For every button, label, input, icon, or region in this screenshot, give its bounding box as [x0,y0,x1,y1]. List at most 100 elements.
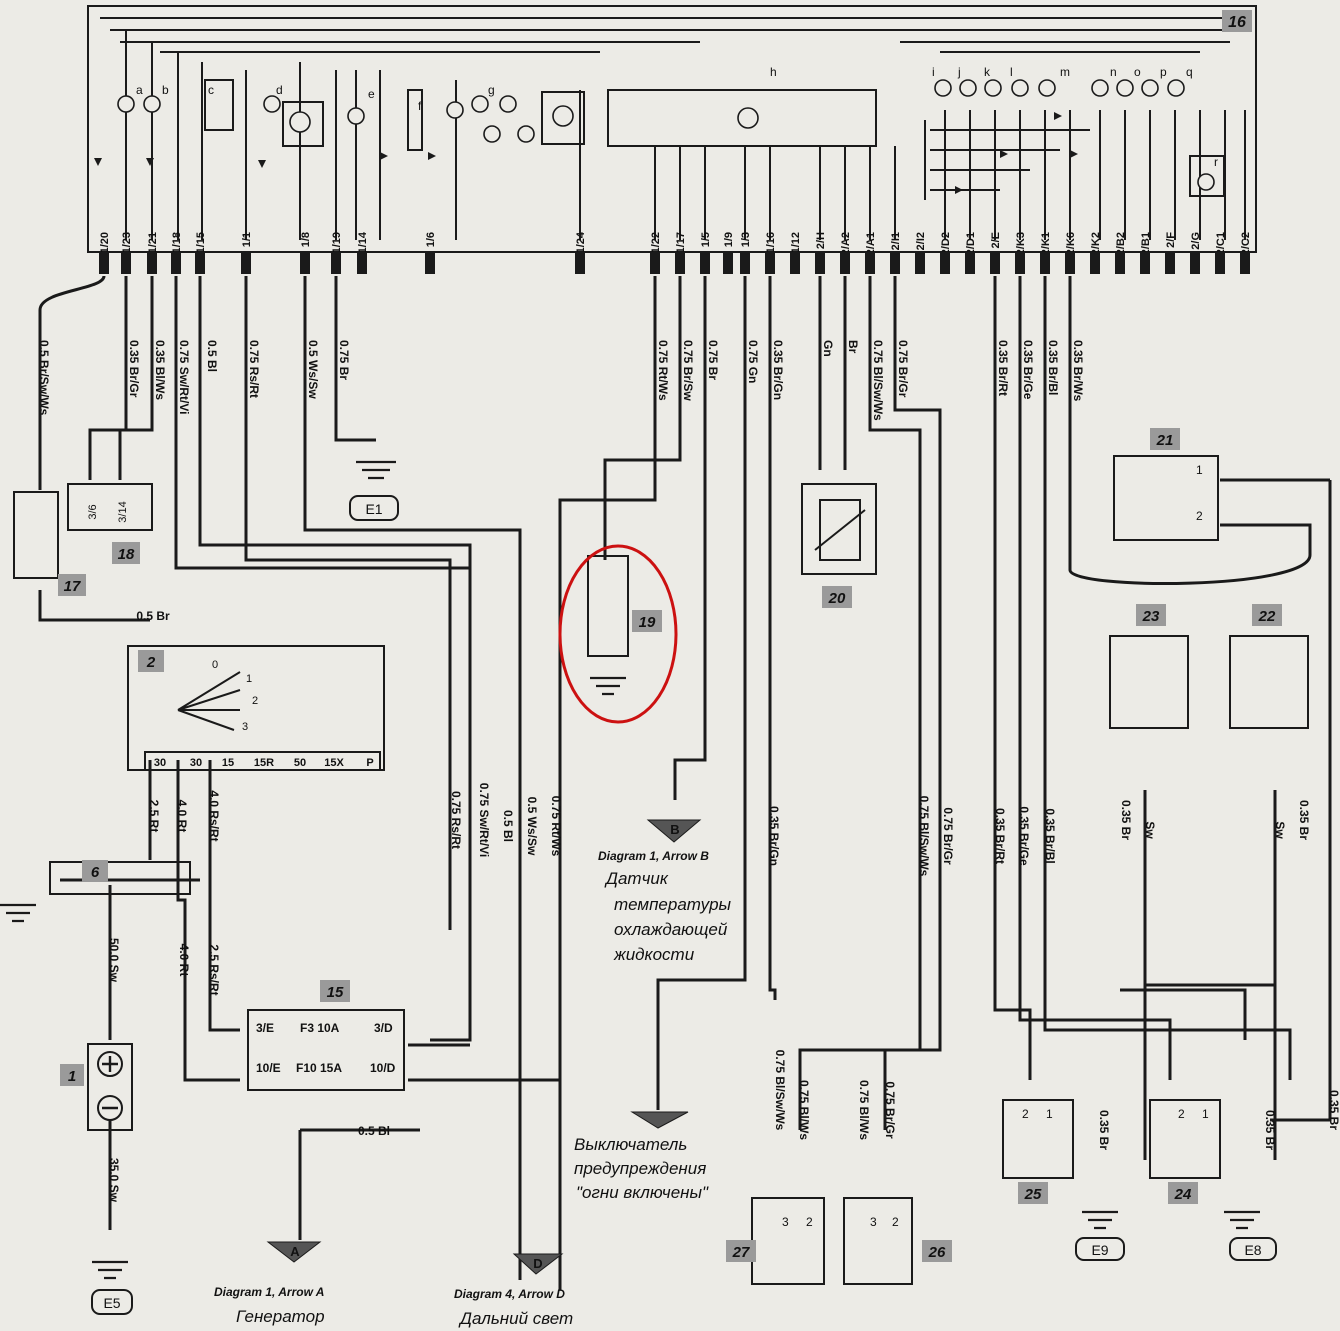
wire-40rt-b: 4.0 Rt [177,944,191,977]
upper-wire-14: Br [846,340,860,354]
ignition-pos-3: 3 [242,721,248,733]
pin-label-26: 2/K3 [1015,232,1027,255]
upper-wire-5: 0.75 Rs/Rt [247,340,261,398]
sensor26-pin-2: 2 [892,1215,899,1229]
lamp-letter-c: c [208,83,214,97]
lamp-letter-e: e [368,87,375,101]
module-2-label: 2 [146,654,156,671]
wire-035brgn: 0.35 Br/Gn [767,806,781,866]
arrow-d-caption: Diagram 4, Arrow D [454,1287,565,1301]
pin-terminal-10 [575,252,585,274]
upper-wire-6: 0.5 Ws/Sw [306,340,320,399]
arrow-b-text-4: жидкости [613,945,695,964]
ground-e5-label: E5 [103,1295,120,1311]
pin-label-12: 1/17 [675,232,687,253]
arrow-triangles [266,819,702,1275]
wire-40rt-a: 4.0 Rt [175,800,189,833]
upper-wire-4: 0.5 Bl [205,340,219,372]
wire-500sw: 50.0 Sw [107,938,121,983]
pin-terminal-19 [840,252,850,274]
arrow-b-caption: Diagram 1, Arrow B [598,849,709,863]
pin-terminal-20 [865,252,875,274]
fuse-10d: 10/D [370,1061,396,1075]
pin-terminal-14 [723,252,733,274]
text-layer: 16 17 18 19 20 21 23 22 24 25 26 27 2 1 … [64,14,1340,1328]
wire-075rsrt: 0.75 Rs/Rt [449,791,463,849]
conn18-pin-b: 3/14 [117,501,129,522]
lamp-letter-n: n [1110,65,1117,79]
pin-label-10: 1/24 [575,231,587,253]
pin-label-0: 1/20 [99,232,111,253]
lamp-letter-i: i [932,65,935,79]
ground-e1-label: E1 [365,501,382,517]
ignition-term-p: P [366,757,373,769]
upper-wire-19: 0.35 Br/Bl [1046,340,1060,395]
pin-label-25: 2/E [990,232,1002,249]
pin-terminal-17 [790,252,800,274]
arrow-d-text: Дальний свет [458,1309,573,1328]
wire-05wssw: 0.5 Ws/Sw [525,797,539,856]
lamp-letter-f: f [418,99,422,113]
ground-tags [91,495,1277,1315]
pin-label-24: 2/D1 [965,232,977,255]
module-25-label: 25 [1024,1186,1042,1203]
lamp-letter-j: j [957,65,961,79]
pin-terminal-12 [675,252,685,274]
module-21-label: 21 [1156,432,1174,449]
comp25-pin-1: 1 [1046,1107,1053,1121]
pin-terminal-6 [300,252,310,274]
pin-label-1: 1/23 [121,232,133,253]
wire-035br-b: 0.35 Br [1297,800,1311,840]
diodes [94,112,1078,194]
pin-label-15: 1/3 [740,232,752,247]
fuse-3e: 3/E [256,1021,274,1035]
pin-label-29: 2/K2 [1090,232,1102,255]
lamp-letter-k: k [984,65,991,79]
comp25-pin-2: 2 [1022,1107,1029,1121]
wire-035brbl: 0.35 Br/Bl [1043,808,1057,863]
pin-label-23: 2/D2 [940,232,952,255]
pin-label-2: 1/21 [147,232,159,253]
wire-05br: 0.5 Br [136,609,170,623]
pin-terminal-0 [99,252,109,274]
arrow-c-text-1: Выключатель [574,1135,687,1154]
pin-terminal-31 [1140,252,1150,274]
pin-terminal-16 [765,252,775,274]
wire-075blswws-b: 0.75 Bl/Sw/Ws [773,1050,787,1131]
battery-signs [102,1056,118,1110]
pin-terminal-8 [357,252,367,274]
upper-wire-1: 0.35 Br/Gr [127,340,141,398]
module-22-label: 22 [1258,608,1276,625]
pin-label-28: 2/K6 [1065,232,1077,255]
sensor26-pin-3: 3 [870,1215,877,1229]
pin-terminal-29 [1090,252,1100,274]
pin-label-31: 2/B1 [1140,232,1152,255]
lamp-letter-g: g [488,83,495,97]
pin-label-11: 1/22 [650,232,662,253]
ignition-pos-2: 2 [252,695,258,707]
pin-label-13: 1/5 [700,232,712,247]
ignition-term-50: 50 [294,757,306,769]
arrow-b-text-2: температуры [614,895,732,914]
pin-terminals [99,252,1250,274]
wire-035br-a: 0.35 Br [1119,800,1133,840]
upper-wire-11: 0.75 Gn [746,340,760,383]
sensor27-pin-3: 3 [782,1215,789,1229]
upper-wire-2: 0.35 Bl/Ws [153,340,167,400]
pin-terminal-2 [147,252,157,274]
module-23-label: 23 [1142,608,1160,625]
module-20-label: 20 [828,590,846,607]
pin-terminal-1 [121,252,131,274]
highlight-circle [558,544,678,724]
arrow-b-letter: B [670,822,679,837]
module-16-label: 16 [1228,14,1246,31]
upper-wire-16: 0.75 Br/Gr [896,340,910,398]
pin-label-17: 1/12 [790,232,802,253]
arrow-c-text-2: предупреждения [574,1159,706,1178]
arrow-c-text-3: "огни включены" [576,1183,709,1202]
pin-label-9: 1/6 [425,232,437,247]
upper-wire-7: 0.75 Br [337,340,351,380]
upper-wire-18: 0.35 Br/Ge [1021,340,1035,400]
wire-075rtws: 0.75 Rt/Ws [549,796,563,857]
